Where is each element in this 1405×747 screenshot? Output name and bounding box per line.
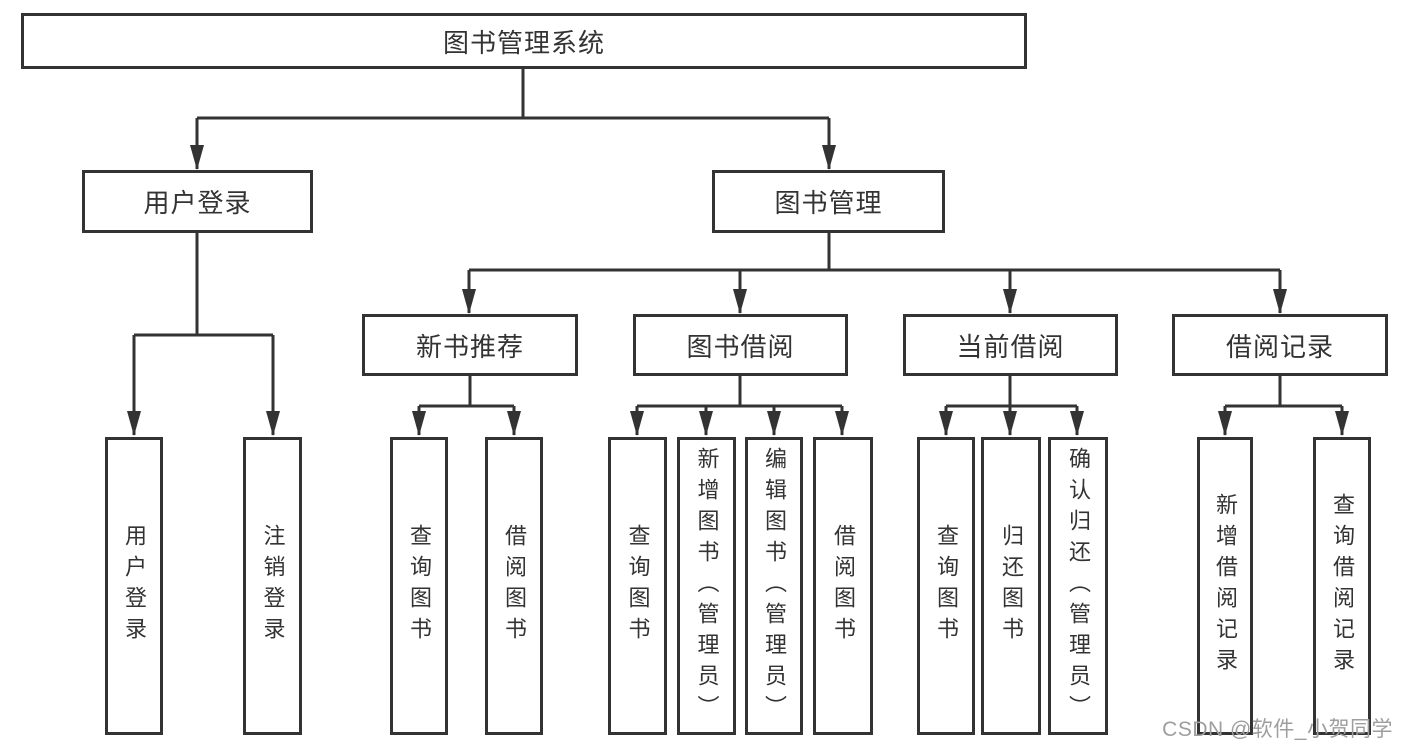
leaf-borrow-books-borrowing: 借阅图书 [813,437,873,735]
node-current-borrowing: 当前借阅 [903,314,1118,376]
leaf-logout: 注销登录 [243,437,302,735]
node-borrow-records: 借阅记录 [1172,314,1388,376]
leaf-add-borrow-record: 新增借阅记录 [1197,437,1253,735]
leaf-query-books-borrowing: 查询图书 [608,437,667,735]
node-book-borrowing: 图书借阅 [633,314,848,376]
node-library-system: 图书管理系统 [21,13,1027,69]
node-book-management: 图书管理 [712,170,945,233]
leaf-edit-book-admin: 编辑图书（管理员） [745,437,803,735]
leaf-borrow-books-recommend: 借阅图书 [485,437,543,735]
node-user-login: 用户登录 [82,170,313,233]
leaf-user-login: 用户登录 [105,437,163,735]
leaf-return-books: 归还图书 [981,437,1041,735]
leaf-add-book-admin: 新增图书（管理员） [677,437,736,735]
leaf-confirm-return-admin: 确认归还（管理员） [1048,437,1108,735]
leaf-query-books-recommend: 查询图书 [390,437,448,735]
node-new-book-recommend: 新书推荐 [362,314,578,376]
leaf-query-books-current: 查询图书 [917,437,975,735]
watermark: CSDN @软件_小贺同学 [1162,718,1393,741]
leaf-query-borrow-record: 查询借阅记录 [1313,437,1371,735]
